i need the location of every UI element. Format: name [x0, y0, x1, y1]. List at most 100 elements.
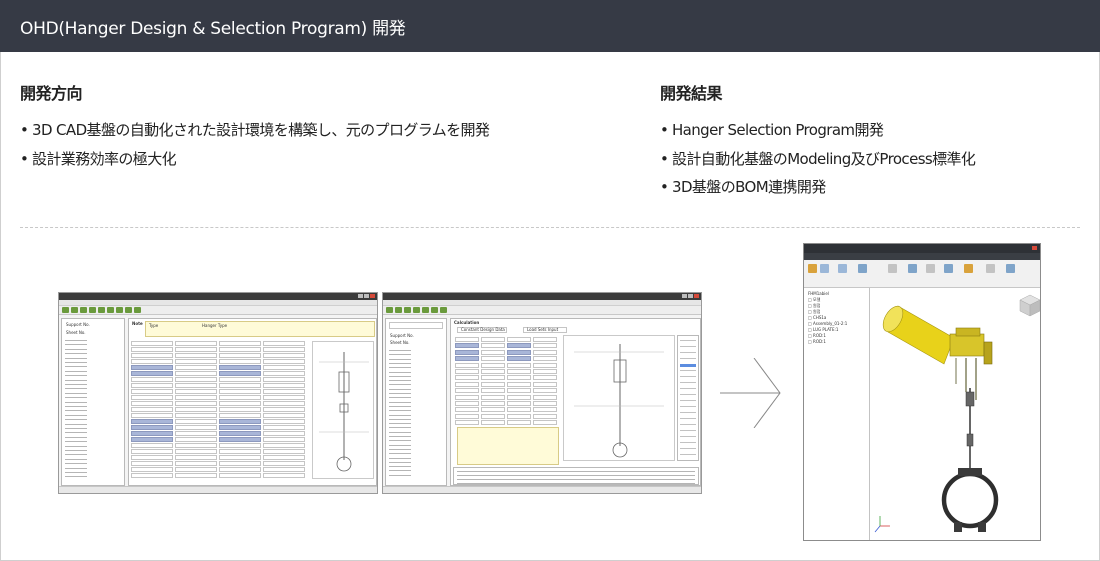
form-input-cell[interactable] [481, 375, 505, 381]
list-item[interactable] [389, 375, 411, 377]
tree-item[interactable]: □ CHS1a [808, 315, 827, 320]
form-input-cell[interactable] [263, 401, 305, 406]
list-item[interactable] [389, 436, 411, 437]
form-input-cell[interactable] [263, 437, 305, 442]
form-input-cell[interactable] [263, 431, 305, 436]
form-input-cell[interactable] [263, 473, 305, 478]
form-input-cell[interactable] [263, 395, 305, 400]
form-input-cell[interactable] [481, 407, 505, 413]
form-input-cell[interactable] [481, 349, 505, 355]
list-item[interactable] [65, 397, 87, 399]
list-item[interactable] [65, 458, 87, 460]
list-item[interactable] [65, 428, 87, 429]
form-input-cell[interactable] [481, 394, 505, 400]
form-input-cell[interactable] [533, 420, 557, 426]
form-input-cell[interactable] [263, 461, 305, 466]
form-input-cell[interactable] [263, 443, 305, 448]
tree-item[interactable]: □ LUG PLATE:1 [808, 327, 839, 332]
list-item[interactable] [389, 401, 411, 403]
list-item[interactable] [389, 453, 411, 455]
list-item[interactable] [65, 370, 87, 372]
list-item[interactable] [389, 410, 411, 412]
form-input-cell[interactable] [175, 359, 217, 364]
list-item[interactable] [65, 450, 87, 451]
constant-design-data-button[interactable]: Constant Design Data [457, 327, 507, 333]
form-input-cell[interactable] [175, 365, 217, 370]
form-input-cell[interactable] [533, 375, 557, 381]
list-item[interactable] [389, 431, 411, 433]
form-input-cell[interactable] [533, 349, 557, 355]
form-input-cell[interactable] [263, 449, 305, 454]
form-input-cell[interactable] [263, 383, 305, 388]
list-item[interactable] [389, 371, 411, 373]
form-input-cell[interactable] [533, 362, 557, 368]
form-input-cell[interactable] [263, 455, 305, 460]
list-item[interactable] [65, 340, 87, 341]
form-input-cell[interactable] [533, 337, 557, 342]
list-item[interactable] [389, 354, 411, 356]
list-item[interactable] [389, 367, 411, 369]
form-input-cell[interactable] [263, 377, 305, 382]
form-input-cell[interactable] [263, 425, 305, 430]
form-input-cell[interactable] [175, 437, 217, 442]
list-item[interactable] [65, 353, 87, 355]
list-item[interactable] [65, 436, 87, 438]
form-input-cell[interactable] [175, 383, 217, 388]
form-input-cell[interactable] [533, 369, 557, 374]
form-input-cell[interactable] [533, 381, 557, 387]
list-item[interactable] [389, 423, 411, 425]
form-input-cell[interactable] [481, 356, 505, 362]
form-input-cell[interactable] [263, 419, 305, 424]
form-input-cell[interactable] [175, 455, 217, 460]
model-canvas[interactable] [870, 288, 1040, 540]
list-item[interactable] [389, 470, 411, 472]
list-item[interactable] [65, 423, 87, 425]
form-input-cell[interactable] [481, 381, 505, 387]
tree-item[interactable]: □ ROD:1 [808, 339, 826, 344]
form-input-cell[interactable] [175, 353, 217, 358]
list-item[interactable] [65, 366, 87, 368]
form-input-cell[interactable] [263, 353, 305, 358]
form-input-cell[interactable] [263, 347, 305, 352]
form-input-cell[interactable] [175, 467, 217, 472]
load-sets-input-button[interactable]: Load Sets Input [523, 327, 567, 333]
form-input-cell[interactable] [533, 401, 557, 406]
form-input-cell[interactable] [481, 420, 505, 426]
list-item[interactable] [389, 380, 411, 382]
form-input-cell[interactable] [481, 343, 505, 349]
list-item[interactable] [65, 344, 87, 346]
list-item[interactable] [389, 444, 411, 446]
list-item[interactable] [65, 476, 87, 478]
form-input-cell[interactable] [175, 395, 217, 400]
form-input-cell[interactable] [481, 337, 505, 342]
list-item[interactable] [389, 388, 411, 390]
list-item[interactable] [65, 463, 87, 465]
list-item[interactable] [65, 392, 87, 394]
form-input-cell[interactable] [481, 369, 505, 374]
list-item[interactable] [65, 419, 87, 421]
list-item[interactable] [389, 350, 411, 351]
list-item[interactable] [65, 467, 87, 469]
list-item[interactable] [389, 397, 411, 399]
list-item[interactable] [65, 401, 87, 403]
list-item[interactable] [65, 432, 87, 434]
form-input-cell[interactable] [175, 419, 217, 424]
list-item[interactable] [65, 410, 87, 412]
form-input-cell[interactable] [533, 343, 557, 349]
form-input-cell[interactable] [533, 394, 557, 400]
form-input-cell[interactable] [481, 401, 505, 406]
form-input-cell[interactable] [481, 362, 505, 368]
list-item[interactable] [389, 362, 411, 364]
list-item[interactable] [65, 445, 87, 447]
list-item[interactable] [389, 414, 411, 416]
tree-item[interactable]: □ 모델 [808, 297, 821, 302]
form-input-cell[interactable] [263, 371, 305, 376]
form-input-cell[interactable] [175, 473, 217, 478]
tree-item[interactable]: FHM1abiel [808, 291, 829, 296]
list-item[interactable] [389, 427, 411, 429]
list-item[interactable] [389, 393, 411, 394]
form-input-cell[interactable] [175, 449, 217, 454]
form-input-cell[interactable] [533, 388, 557, 394]
form-input-cell[interactable] [175, 413, 217, 418]
form-input-cell[interactable] [263, 359, 305, 364]
